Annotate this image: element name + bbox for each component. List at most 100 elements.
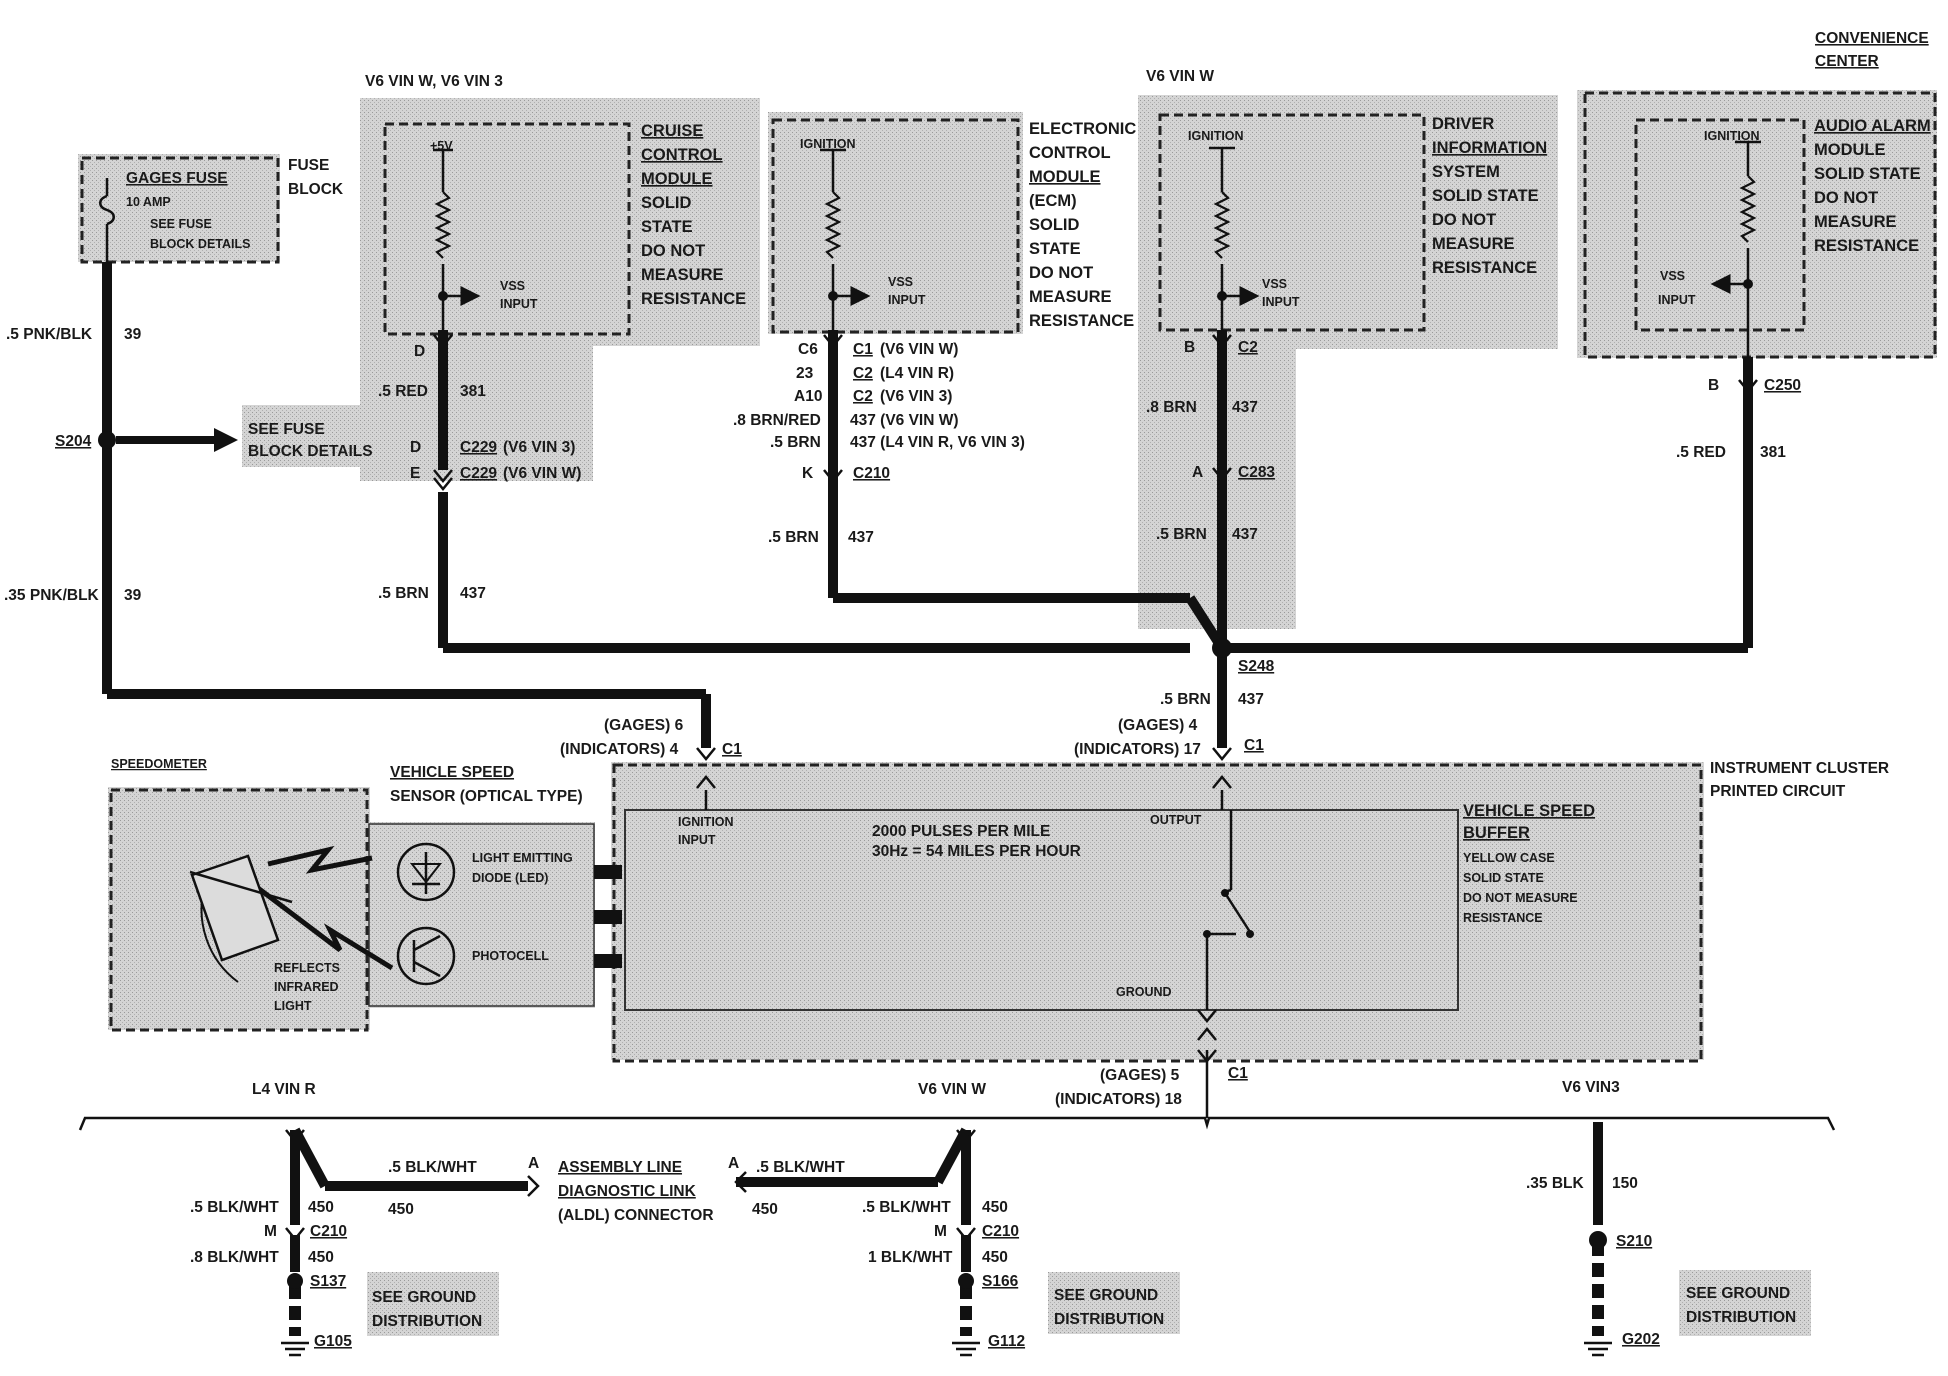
aldl-label-3: (ALDL) CONNECTOR [558,1207,714,1224]
audio-title-5: RESISTANCE [1814,237,1919,255]
cruise-out-gauge: .5 BRN [378,585,429,602]
audio-title-1: MODULE [1814,141,1886,159]
cruise-supply: +5V [430,139,453,153]
cruise-vss: VSS [500,279,525,293]
cluster-out-indicators: (INDICATORS) 17 [1074,741,1201,758]
v6w-conn-pin: M [934,1223,947,1240]
ecm-wire-gauge-1: .5 BRN [770,434,821,451]
v6w-ground: G112 [988,1333,1025,1350]
dis-input: INPUT [1262,295,1300,309]
ground-variant-v6w: V6 VIN W [918,1081,986,1098]
vss-title: VEHICLE SPEED [390,764,514,781]
audio-wire-circuit: 381 [1760,444,1786,461]
cluster-gnd-conn: C1 [1228,1065,1248,1082]
ecm-wire-circuit-1: 437 (L4 VIN R, V6 VIN 3) [850,434,1025,451]
aldl-label-2: DIAGNOSTIC LINK [558,1183,697,1200]
buffer-note-0: YELLOW CASE [1463,851,1555,865]
cruise-conn-pin-e: E [410,465,420,482]
cruise-conn-e-note: (V6 VIN W) [503,465,581,482]
cruise-conn-pin-d: D [410,439,421,456]
buffer-note-3: RESISTANCE [1463,911,1543,925]
cruise-title-3: SOLID [641,194,692,212]
dis-conn2-pin: A [1192,464,1203,481]
v6w-gauge1: .5 BLK/WHT [862,1199,951,1216]
buffer-title: VEHICLE SPEED [1463,802,1595,820]
ground-variant-v6-3: V6 VIN3 [1562,1079,1620,1096]
ecm-title-0: ELECTRONIC [1029,120,1136,138]
ecm-wire-circuit-0: 437 (V6 VIN W) [850,412,959,429]
audio-title-2: SOLID STATE [1814,165,1921,183]
module-internals [99,140,1761,1010]
v6-3-splice: S210 [1616,1233,1652,1250]
cluster-title: INSTRUMENT CLUSTER [1710,760,1889,777]
splice-s204: S204 [55,433,92,450]
l4-conn-pin: M [264,1223,277,1240]
v6-3-ref: SEE GROUND [1686,1285,1790,1302]
v6-3-circuit1: 150 [1612,1175,1638,1192]
l4-ref-2: DISTRIBUTION [372,1313,482,1330]
l4-ground: G105 [314,1333,352,1350]
aldl-left-gauge: .5 BLK/WHT [388,1159,477,1176]
cruise-title-5: DO NOT [641,242,705,260]
dis-pin: B [1184,339,1195,356]
v6w-ref-2: DISTRIBUTION [1054,1311,1164,1328]
aldl-right-gauge: .5 BLK/WHT [756,1159,845,1176]
ecm-pin-1: 23 [796,365,814,382]
ecm-wire-gauge-0: .8 BRN/RED [733,412,821,429]
l4-conn: C210 [310,1223,347,1240]
v6-3-gauge1: .35 BLK [1526,1175,1585,1192]
audio-heading-2: CENTER [1815,53,1879,70]
cluster-pulses: 2000 PULSES PER MILE [872,823,1050,840]
fuse-wire1-circuit: 39 [124,326,142,343]
ecm-title-3: (ECM) [1029,192,1077,210]
cluster-ign-conn: C1 [722,741,742,758]
cluster-ign-input-2: INPUT [678,833,716,847]
dis-conn2: C283 [1238,464,1275,481]
dis-out-gauge: .5 BRN [1156,526,1207,543]
aldl-pin-right: A [728,1155,739,1172]
cluster-gnd-gages: (GAGES) 5 [1100,1067,1180,1084]
audio-title-4: MEASURE [1814,213,1897,231]
vss-photocell: PHOTOCELL [472,949,549,963]
splice-s248: S248 [1238,658,1275,675]
cluster-gnd-indicators: (INDICATORS) 18 [1055,1091,1182,1108]
l4-ref: SEE GROUND [372,1289,476,1306]
v6w-circuit2: 450 [982,1249,1008,1266]
audio-vss: VSS [1660,269,1685,283]
vss-title-2: SENSOR (OPTICAL TYPE) [390,788,583,805]
buffer-note-2: DO NOT MEASURE [1463,891,1578,905]
ecm-out-gauge: .5 BRN [768,529,819,546]
aldl-left-circuit: 450 [388,1201,414,1218]
s248-gauge: .5 BRN [1160,691,1211,708]
v6-3-ref-2: DISTRIBUTION [1686,1309,1796,1326]
cruise-title-1: CONTROL [641,146,723,164]
fuse-name: GAGES FUSE [126,170,228,187]
v6w-ref: SEE GROUND [1054,1287,1158,1304]
ecm-title-5: STATE [1029,240,1081,258]
cruise-input: INPUT [500,297,538,311]
speedo-reflects-1: INFRARED [274,980,339,994]
fuse-block-label: FUSE [288,157,329,174]
cluster-ign-input: IGNITION [678,815,734,829]
ecm-title-4: SOLID [1029,216,1080,234]
cruise-wire-gauge: .5 RED [378,383,428,400]
audio-input: INPUT [1658,293,1696,307]
vss-led: LIGHT EMITTING [472,851,573,865]
cruise-conn-e: C229 [460,465,497,482]
ecm-title-6: DO NOT [1029,264,1093,282]
l4-splice: S137 [310,1273,346,1290]
l4-circuit2: 450 [308,1249,334,1266]
cluster-ign-gages: (GAGES) 6 [604,717,684,734]
dis-title-6: RESISTANCE [1432,259,1537,277]
aldl-right-circuit: 450 [752,1201,778,1218]
l4-circuit1: 450 [308,1199,334,1216]
ecm-title-2: MODULE [1029,168,1101,186]
dis-title-2: SYSTEM [1432,163,1500,181]
buffer-note-1: SOLID STATE [1463,871,1544,885]
v6-3-ground: G202 [1622,1331,1660,1348]
buffer-title-2: BUFFER [1463,824,1530,842]
dis-title-4: DO NOT [1432,211,1496,229]
aldl-label: ASSEMBLY LINE [558,1159,682,1176]
ecm-note-1: (L4 VIN R) [880,365,954,382]
